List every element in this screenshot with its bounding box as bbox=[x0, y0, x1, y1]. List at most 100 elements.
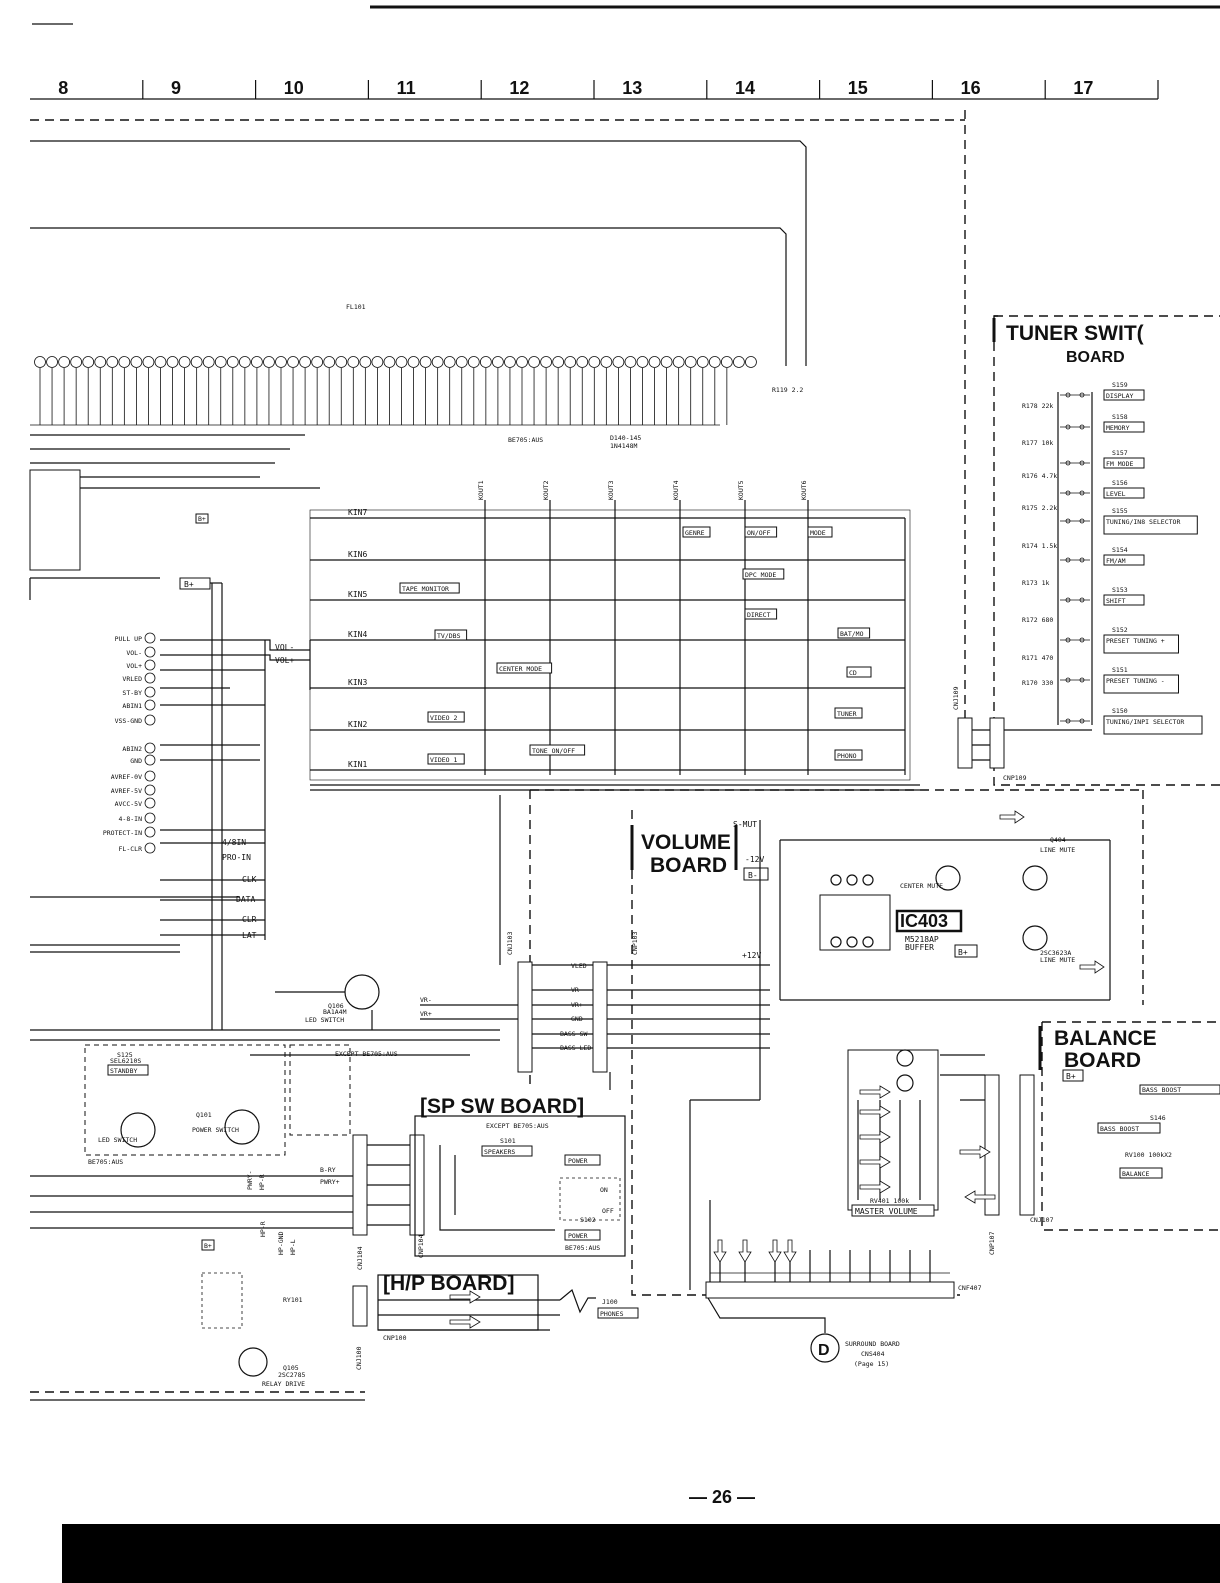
kin-label: KIN1 bbox=[348, 760, 367, 769]
tuner-switch-board: TUNER SWIT( BOARD CNP109 CNJ109 bbox=[952, 315, 1220, 786]
mcu-pin-label: PROTECT-IN bbox=[103, 829, 142, 837]
mcu-pin-label: VSS-GND bbox=[115, 717, 142, 725]
svg-text:S-MUT: S-MUT bbox=[733, 820, 757, 829]
master-volume: RV401 100k MASTER VOLUME bbox=[847, 1049, 939, 1217]
key-label: CD bbox=[849, 669, 857, 677]
fl101-label: FL101 bbox=[346, 303, 366, 311]
svg-text:HP-R: HP-R bbox=[258, 1174, 266, 1190]
svg-text:LINE MUTE: LINE MUTE bbox=[1040, 846, 1075, 854]
column-number-12: 12 bbox=[509, 78, 529, 98]
svg-text:LINE MUTE: LINE MUTE bbox=[1040, 956, 1075, 964]
key-label: PHONO bbox=[837, 752, 857, 760]
key-label: TV/DBS bbox=[437, 632, 461, 640]
svg-text:SURROUND BOARD: SURROUND BOARD bbox=[845, 1340, 900, 1348]
svg-text:M5218AP: M5218AP bbox=[905, 935, 939, 944]
tuner-switch-label: MEMORY bbox=[1106, 424, 1130, 432]
kin-label: KIN5 bbox=[348, 590, 367, 599]
svg-text:VR-: VR- bbox=[420, 996, 432, 1004]
svg-text:S101: S101 bbox=[500, 1137, 516, 1145]
tuner-resistor-label: R172 680 bbox=[1022, 616, 1053, 624]
svg-text:VLED: VLED bbox=[571, 962, 587, 970]
tuner-resistor-label: R175 2.2k bbox=[1022, 504, 1057, 512]
column-number-14: 14 bbox=[735, 78, 755, 98]
be705-label: BE705:AUS bbox=[508, 436, 543, 444]
svg-text:CNP104: CNP104 bbox=[417, 1234, 425, 1258]
svg-text:CNS404: CNS404 bbox=[861, 1350, 885, 1358]
d-marker-label: D bbox=[818, 1342, 830, 1359]
mcu-pin-label: VRLED bbox=[122, 675, 142, 683]
svg-text:VR+: VR+ bbox=[420, 1010, 432, 1018]
tuner-board-subtitle: BOARD bbox=[1066, 349, 1125, 366]
r119-label: R119 2.2 bbox=[772, 386, 803, 394]
d140-label: D140-145 bbox=[610, 434, 641, 442]
column-number-9: 9 bbox=[171, 78, 181, 98]
volume-board-title: VOLUME bbox=[641, 831, 731, 854]
q106-led-switch: Q106 BA1A4M LED SWITCH VR- VR+ bbox=[275, 974, 518, 1030]
cnj103-connector: CNJ103 CNP103 VLED VR- VR+ GND BASS-SW B… bbox=[506, 931, 770, 1073]
svg-text:BE705:AUS: BE705:AUS bbox=[565, 1244, 600, 1252]
signal-flow-arrows bbox=[449, 810, 1105, 1329]
svg-text:B+: B+ bbox=[184, 580, 194, 589]
key-label: MODE bbox=[810, 529, 826, 537]
pin-bus-lines bbox=[30, 368, 728, 426]
svg-text:CNJ103: CNJ103 bbox=[506, 931, 514, 955]
signal-label: PRO-IN bbox=[222, 853, 251, 862]
key-matrix bbox=[309, 500, 920, 791]
svg-text:B+: B+ bbox=[958, 948, 968, 957]
column-number-10: 10 bbox=[284, 78, 304, 98]
kout-label: KOUT6 bbox=[800, 480, 808, 500]
sp-sw-board: [SP SW BOARD] EXCEPT BE705:AUS S101 SPEA… bbox=[414, 1095, 626, 1257]
kout-label: KOUT1 bbox=[477, 480, 485, 500]
ic403-label: IC403 bbox=[900, 911, 948, 931]
svg-text:Q101: Q101 bbox=[196, 1111, 212, 1119]
mcu-pin-label: ST-BY bbox=[122, 689, 142, 697]
kout-label: KOUT5 bbox=[737, 480, 745, 500]
key-label: DIRECT bbox=[747, 611, 771, 619]
sp-sw-board-title: [SP SW BOARD] bbox=[420, 1095, 584, 1118]
key-label: GENRE bbox=[685, 529, 705, 537]
svg-text:EXCEPT BE705:AUS: EXCEPT BE705:AUS bbox=[486, 1122, 549, 1130]
svg-text:ON: ON bbox=[600, 1186, 608, 1194]
kin-label: KIN7 bbox=[348, 508, 367, 517]
mcu-pin-label: ABIN1 bbox=[122, 702, 142, 710]
volume-board-subtitle: BOARD bbox=[650, 854, 727, 877]
tuner-switch-label: SHIFT bbox=[1106, 597, 1126, 605]
tuner-switch-label: PRESET TUNING - bbox=[1106, 677, 1165, 685]
volume-board: VOLUME BOARD IC403 M5218AP BUFFER CENTER… bbox=[529, 789, 1144, 1296]
svg-text:+12V: +12V bbox=[742, 951, 761, 960]
tuner-switch-ref: S150 bbox=[1112, 707, 1128, 715]
svg-text:POWER SWITCH: POWER SWITCH bbox=[192, 1126, 239, 1134]
phones-label: PHONES bbox=[600, 1310, 624, 1318]
balance-label: BALANCE bbox=[1122, 1170, 1149, 1178]
svg-text:S146: S146 bbox=[1150, 1114, 1166, 1122]
svg-text:BA1A4M: BA1A4M bbox=[323, 1008, 347, 1016]
key-label: DPC MODE bbox=[745, 571, 776, 579]
svg-text:VR+: VR+ bbox=[571, 1001, 583, 1009]
column-number-13: 13 bbox=[622, 78, 642, 98]
tuner-switch-label: LEVEL bbox=[1106, 490, 1126, 498]
mcu-pin-label: 4-8-IN bbox=[119, 815, 143, 823]
svg-text:2SC3623A: 2SC3623A bbox=[1040, 949, 1071, 957]
mcu-pin-label: FL-CLR bbox=[119, 845, 143, 853]
kin-label: KIN3 bbox=[348, 678, 367, 687]
svg-text:J100: J100 bbox=[602, 1298, 618, 1306]
svg-text:VR-: VR- bbox=[571, 986, 583, 994]
svg-text:RV401 100k: RV401 100k bbox=[870, 1197, 909, 1205]
mcu-pin-label: AVREF-5V bbox=[111, 787, 142, 795]
tuner-switch-ref: S154 bbox=[1112, 546, 1128, 554]
cnp109-label: CNP109 bbox=[1003, 774, 1027, 782]
svg-text:B+: B+ bbox=[1066, 1072, 1076, 1081]
svg-text:B+: B+ bbox=[198, 515, 206, 523]
kin-label: KIN6 bbox=[348, 550, 367, 559]
cnf407-connector: CNF407 D SURROUND BOARD CNS404 (Page 15) bbox=[705, 1200, 982, 1368]
mcu-pin-label: VOL- bbox=[126, 649, 142, 657]
svg-text:GND: GND bbox=[571, 1015, 583, 1023]
svg-text:HP-R: HP-R bbox=[259, 1221, 267, 1237]
svg-text:POWER: POWER bbox=[568, 1232, 588, 1240]
key-label: TAPE MONITOR bbox=[402, 585, 449, 593]
svg-text:(Page 15): (Page 15) bbox=[854, 1360, 889, 1368]
tuner-switch-label: FM MODE bbox=[1106, 460, 1133, 468]
